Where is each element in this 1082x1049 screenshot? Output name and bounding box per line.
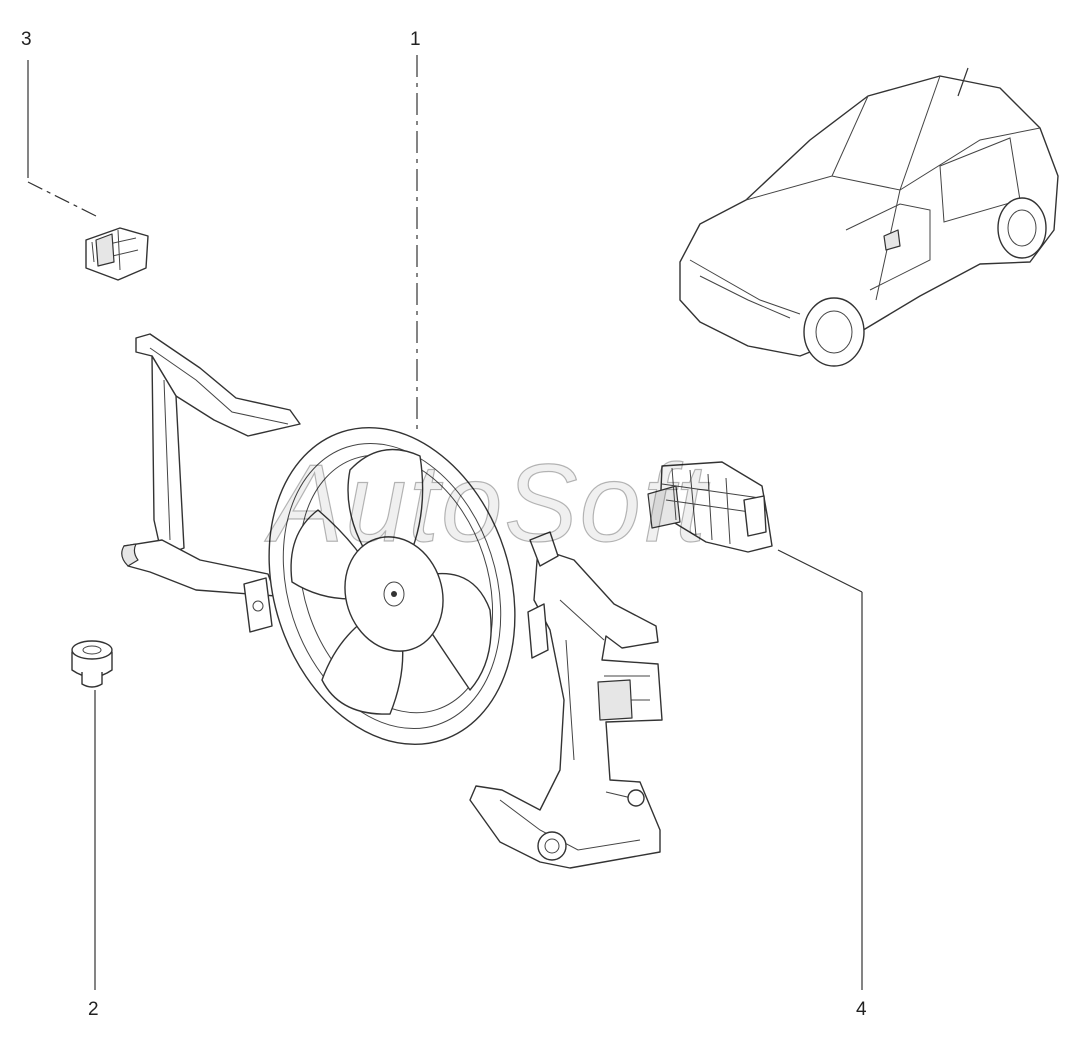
leader-3-diagonal [27,181,101,219]
leader-4-diagonal [777,549,863,593]
part-2-bushing [71,640,113,688]
callout-label-3: 3 [21,29,32,50]
part-1-fan-shroud [121,333,663,869]
callout-label-1: 1 [410,29,421,50]
part-4-resistor [647,461,773,553]
callout-label-4: 4 [856,999,867,1020]
leader-lines [27,55,863,990]
part-3-clip [85,227,149,281]
callout-label-2: 2 [88,999,99,1020]
vehicle-thumbnail [679,67,1059,367]
fan-assembly [268,426,516,746]
